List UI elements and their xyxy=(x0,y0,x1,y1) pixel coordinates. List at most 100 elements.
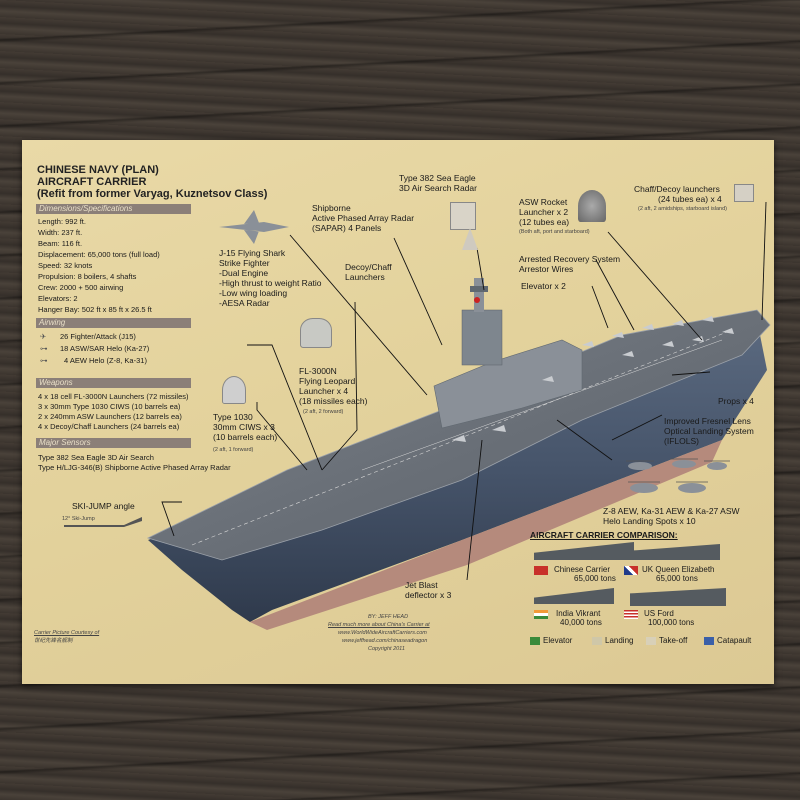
credit-by: BY: JEFF HEAD xyxy=(368,614,409,620)
weapons-item: 2 x 240mm ASW Launchers (12 barrels ea) xyxy=(38,412,182,421)
helicopter-icon: ⊶ xyxy=(40,344,48,353)
j15-line: -Low wing loading xyxy=(219,288,288,298)
specs-header: Dimensions/Specifications xyxy=(36,204,191,214)
credit-more: Read much more about China's Carrier at xyxy=(328,622,430,628)
legend-swatch xyxy=(704,637,714,645)
specs-item: Elevators: 2 xyxy=(38,294,78,303)
leader-lines xyxy=(161,201,767,581)
decoy-line: Launchers xyxy=(345,272,385,282)
helo-illustrations xyxy=(622,456,732,505)
legend-label: Catapault xyxy=(717,636,752,645)
j15-line: -AESA Radar xyxy=(219,298,270,308)
weapons-list: 4 x 18 cell FL-3000N Launchers (72 missi… xyxy=(38,392,188,432)
jet-icon: ✈ xyxy=(40,332,47,341)
credit-url2: www.jeffhead.com/chinaseadragon xyxy=(342,638,428,644)
credit-url1: www.WorldWideAircraftCarriers.com xyxy=(338,630,427,636)
carrier-silhouette-us xyxy=(630,588,726,606)
asw-launcher-icon xyxy=(578,190,606,222)
weapons-item: 4 x 18 cell FL-3000N Launchers (72 missi… xyxy=(38,392,189,401)
legend-label: Landing xyxy=(605,636,634,645)
fl3000-line: Launcher x 4 xyxy=(299,386,349,396)
flag-uk-icon xyxy=(624,566,638,575)
type1030-note: (2 aft, 1 forward) xyxy=(213,447,254,453)
mast-icon xyxy=(462,228,478,250)
comparison-name: Chinese Carrier xyxy=(554,565,611,574)
comparison-name: UK Queen Elizabeth xyxy=(642,565,715,574)
chaff-line: (24 tubes ea) x 4 xyxy=(658,194,722,204)
skijump-callout: SKI-JUMP angle xyxy=(72,501,135,511)
airwing-item: 26 Fighter/Attack (J15) xyxy=(60,332,136,341)
jetblast-line: Jet Blast xyxy=(405,580,438,590)
fl3000-line: Flying Leopard xyxy=(299,376,356,386)
carrier-illustration xyxy=(146,201,771,630)
specs-item: Hanger Bay: 502 ft x 85 ft x 26.5 ft xyxy=(38,305,152,314)
comparison-tons: 100,000 tons xyxy=(648,618,695,627)
elevator-callout: Elevator x 2 xyxy=(521,281,566,291)
specs-list: Length: 992 ft.Width: 237 ft.Beam: 116 f… xyxy=(38,217,160,316)
fl3000-launcher-icon xyxy=(300,318,332,348)
skijump-diagram xyxy=(64,514,144,527)
comparison-header: AIRCRAFT CARRIER COMPARISON: xyxy=(530,530,678,540)
weapons-item: 4 x Decoy/Chaff Launchers (24 barrels ea… xyxy=(38,422,180,431)
decoy-line: Decoy/Chaff xyxy=(345,262,392,272)
specs-item: Speed: 32 knots xyxy=(38,261,93,270)
legend-label: Take-off xyxy=(659,636,688,645)
specs-item: Width: 237 ft. xyxy=(38,228,83,237)
asw-note: (Both aft, port and starboard) xyxy=(519,229,590,235)
radar382-line: 3D Air Search Radar xyxy=(399,183,477,193)
type1030-line: Type 1030 xyxy=(213,412,253,422)
sapar-line: Active Phased Array Radar xyxy=(312,213,415,223)
specs-item: Crew: 2000 + 500 airwing xyxy=(38,283,124,292)
title-line3: (Refit from former Varyag, Kuznetsov Cla… xyxy=(37,188,268,200)
legend-swatch xyxy=(592,637,602,645)
airwing-header: Airwing xyxy=(36,318,191,328)
sensors-header: Major Sensors xyxy=(36,438,191,448)
deck-aircraft xyxy=(452,316,734,442)
airwing-item: 18 ASW/SAR Helo (Ka-27) xyxy=(60,344,150,353)
flag-china-icon xyxy=(534,566,548,575)
flag-us-icon xyxy=(624,610,638,619)
specs-item: Beam: 116 ft. xyxy=(38,239,83,248)
weapons-header: Weapons xyxy=(36,378,191,388)
j15-line: Strike Fighter xyxy=(219,258,270,268)
radar382-line: Type 382 Sea Eagle xyxy=(399,173,476,183)
title-line2: AIRCRAFT CARRIER xyxy=(37,176,147,188)
type1030-line: 30mm CIWS x 3 xyxy=(213,422,275,432)
j15-illustration xyxy=(219,210,289,249)
comparison-tons: 65,000 tons xyxy=(574,574,616,583)
comparison-name: US Ford xyxy=(644,609,674,618)
sapar-line: (SAPAR) 4 Panels xyxy=(312,223,382,233)
poster: CHINESE NAVY (PLAN) AIRCRAFT CARRIER (Re… xyxy=(22,140,774,684)
skijump-note: 12° Ski-Jump xyxy=(62,516,95,522)
radar-panel-icon xyxy=(450,202,476,230)
airwing-item: 4 AEW Helo (Z-8, Ka-31) xyxy=(64,356,147,365)
j15-line: J-15 Flying Shark xyxy=(219,248,286,258)
iflols-line: Optical Landing System xyxy=(664,426,754,436)
comparison-tons: 65,000 tons xyxy=(656,574,698,583)
fl3000-line: FL-3000N xyxy=(299,366,337,376)
credit-copyright: Copyright 2011 xyxy=(368,646,405,652)
comparison-name: India Vikrant xyxy=(556,609,601,618)
legend-swatch xyxy=(646,637,656,645)
iflols-line: (IFLOLS) xyxy=(664,436,699,446)
chaff-note: (2 aft, 2 amidships, starboard island) xyxy=(638,206,727,212)
legend-label: Elevator xyxy=(543,636,573,645)
title-line1: CHINESE NAVY (PLAN) xyxy=(37,164,159,176)
helos-line: Helo Landing Spots x 10 xyxy=(603,516,696,526)
j15-line: -Dual Engine xyxy=(219,268,269,278)
asw-line: (12 tubes ea) xyxy=(519,217,570,227)
fl3000-line: (18 missiles each) xyxy=(299,396,368,406)
specs-item: Displacement: 65,000 tons (full load) xyxy=(38,250,160,259)
chaff-launcher-icon xyxy=(734,184,754,202)
arrest-line: Arrested Recovery System xyxy=(519,254,621,264)
iflols-line: Improved Fresnel Lens xyxy=(664,416,751,426)
comparison-legend: Elevator Landing Take-off Catapault xyxy=(530,635,760,647)
credit-courtesy: Carrier Picture Courtesy of xyxy=(34,630,100,636)
j15-line: -High thrust to weight Ratio xyxy=(219,278,322,288)
sensors-item: Type H/LJG-346(B) Shipborne Active Phase… xyxy=(38,463,231,472)
credit-courtesy-cn: 世纪先锋名舰制 xyxy=(34,638,73,644)
ciws-icon xyxy=(222,376,246,404)
island-superstructure xyxy=(433,278,583,429)
comparison-tons: 40,000 tons xyxy=(560,618,602,627)
